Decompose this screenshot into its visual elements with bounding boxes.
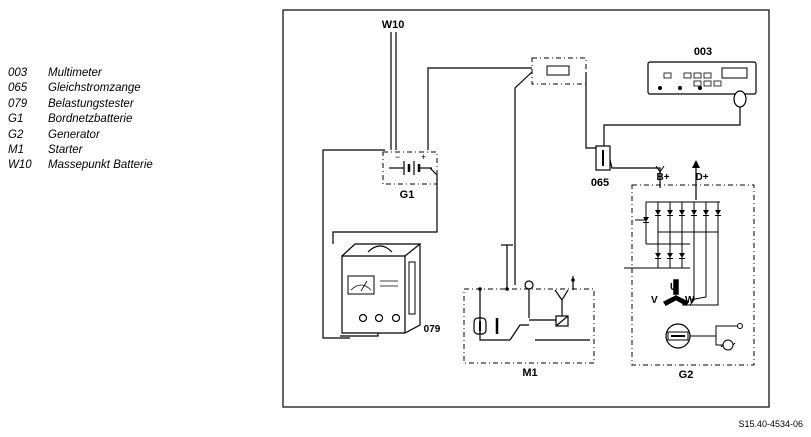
battery-plus-label: + — [421, 152, 426, 162]
rectifier-diode — [714, 209, 722, 216]
legend-label: Belastungstester — [48, 97, 134, 110]
battery-plus-cable — [427, 67, 532, 150]
multimeter-socket — [698, 86, 702, 90]
legend-label: Starter — [48, 144, 83, 157]
legend-code: M1 — [8, 144, 24, 157]
legend-item: 003 Multimeter — [8, 66, 153, 81]
junction-dot — [505, 287, 509, 291]
generator-label: G2 — [679, 369, 694, 381]
multimeter-socket — [658, 86, 662, 90]
legend-label: Massepunkt Batterie — [48, 159, 153, 172]
legend-label: Generator — [48, 128, 100, 141]
multimeter-display — [721, 67, 748, 79]
multimeter-body — [647, 61, 757, 95]
diagram-frame — [282, 9, 770, 408]
phase-u-label: U — [670, 282, 677, 293]
legend-item: G2 Generator — [8, 128, 153, 143]
multimeter-knob — [733, 90, 747, 108]
legend-code: W10 — [8, 159, 32, 172]
regulator-circuit — [690, 323, 743, 351]
legend-code: 065 — [8, 82, 28, 95]
load-tester — [341, 242, 421, 334]
d-plus-label: D+ — [695, 172, 708, 183]
legend-item: W10 Massepunkt Batterie — [8, 158, 153, 173]
tester-plus-cable — [332, 167, 438, 244]
generator-box — [631, 184, 755, 366]
battery-minus-label: − — [395, 152, 400, 162]
rectifier-diode — [690, 209, 698, 216]
b-plus-label: B+ — [656, 172, 669, 183]
clamp-meter-cable — [603, 104, 741, 150]
legend-code: 079 — [8, 97, 28, 110]
legend-item: 079 Belastungstester — [8, 97, 153, 112]
junction-dot — [571, 278, 575, 282]
junction-dot — [478, 287, 482, 291]
rectifier-diode — [702, 209, 710, 216]
rectifier-diode — [654, 252, 662, 259]
rectifier-diode — [678, 209, 686, 216]
rectifier-diode — [666, 209, 674, 216]
w10-label: W10 — [382, 19, 405, 31]
phase-v-label: V — [651, 295, 658, 306]
current-clamp-display — [546, 65, 570, 76]
legend-code: 003 — [8, 67, 28, 79]
tester-minus-cable — [322, 149, 385, 339]
legend-item: M1 Starter — [8, 143, 153, 158]
stator-windings — [662, 279, 690, 306]
multimeter-label: 003 — [694, 46, 712, 58]
load-tester-knob — [391, 313, 401, 323]
current-clamp-box — [531, 57, 587, 85]
multimeter-buttons — [663, 72, 722, 87]
starter-label: M1 — [522, 367, 537, 379]
legend-list: 003 Multimeter 065 Gleichstromzange 079 Bel… — [8, 66, 153, 174]
legend-label: Multimeter — [48, 67, 102, 79]
legend-item: G1 Bordnetzbatterie — [8, 112, 153, 127]
multimeter-socket — [678, 86, 682, 90]
legend-code: G1 — [8, 113, 24, 126]
load-tester-slot — [408, 261, 416, 315]
battery-symbol — [389, 161, 432, 175]
legend-label: Bordnetzbatterie — [48, 113, 133, 126]
load-tester-label: 079 — [424, 324, 441, 335]
legend-item: 065 Gleichstromzange — [8, 81, 153, 96]
load-tester-handle — [367, 245, 393, 253]
rectifier-diode — [678, 252, 686, 259]
rectifier-diode — [666, 252, 674, 259]
load-tester-gauge — [347, 275, 375, 295]
legend-code: G2 — [8, 128, 24, 141]
clamp-cable — [585, 72, 596, 149]
battery-box — [382, 151, 438, 185]
d-plus-arrow — [692, 160, 700, 168]
b-plus-arrow — [655, 165, 665, 173]
battery-label: G1 — [400, 189, 415, 201]
legend-label: Gleichstromzange — [48, 82, 141, 95]
load-tester-knob — [358, 313, 368, 323]
clamp-alternator-cable — [609, 159, 661, 188]
phase-w-label: W — [685, 295, 695, 306]
figure-reference: S15.40-4534-06 — [738, 419, 803, 429]
starter-feed-cable — [514, 71, 533, 285]
dc-clamp-label: 065 — [591, 177, 609, 189]
starter-circuit — [473, 244, 590, 341]
rectifier-diode — [654, 209, 662, 216]
load-tester-knob — [374, 313, 384, 323]
